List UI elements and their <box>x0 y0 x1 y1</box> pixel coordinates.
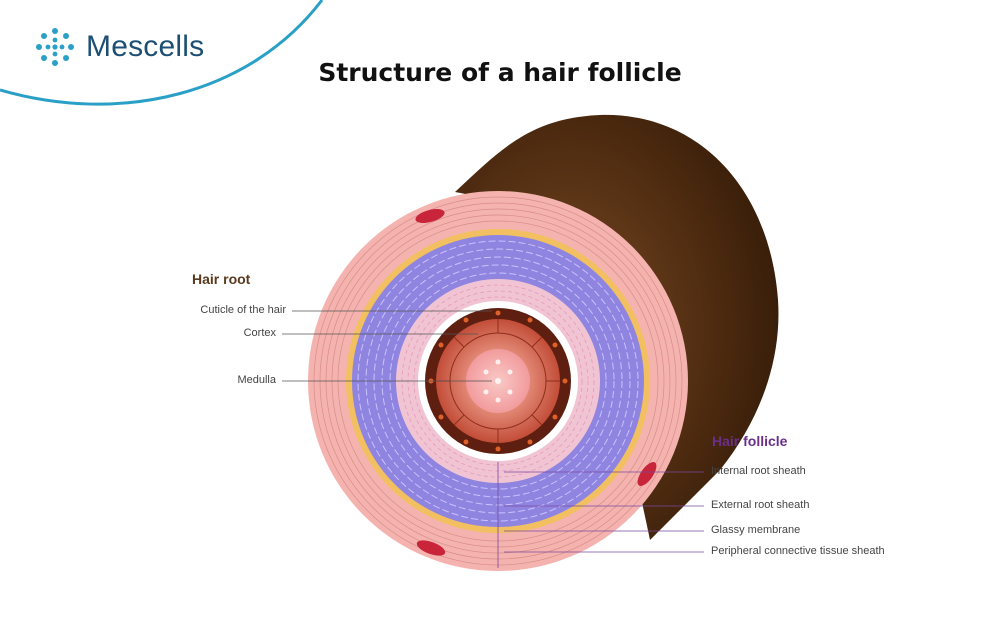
blood-vessel <box>415 209 445 223</box>
label-peripheral-connective-tissue-sheath: Peripheral connective tissue sheath <box>711 545 885 557</box>
mescells-logo-icon <box>36 28 74 66</box>
blood-vessel <box>637 462 657 486</box>
label-medulla: Medulla <box>237 374 276 386</box>
blood-vessel <box>416 540 446 556</box>
brand-logo: Mescells <box>34 26 204 68</box>
page-title: Structure of a hair follicle <box>318 58 682 87</box>
label-internal-root-sheath: Internal root sheath <box>711 465 806 477</box>
label-cuticle: Cuticle of the hair <box>200 304 286 316</box>
header-arc <box>0 0 324 106</box>
brand-name: Mescells <box>86 30 205 63</box>
leader-lines-follicle <box>497 462 704 568</box>
label-cortex: Cortex <box>243 327 276 339</box>
label-external-root-sheath: External root sheath <box>711 499 810 511</box>
medulla-cells <box>483 359 513 403</box>
label-glassy-membrane: Glassy membrane <box>711 524 801 536</box>
pigment-dots <box>428 310 568 452</box>
hair-follicle-heading: Hair follicle <box>712 433 788 449</box>
leader-lines-root <box>282 310 492 382</box>
hair-root-heading: Hair root <box>192 271 251 287</box>
